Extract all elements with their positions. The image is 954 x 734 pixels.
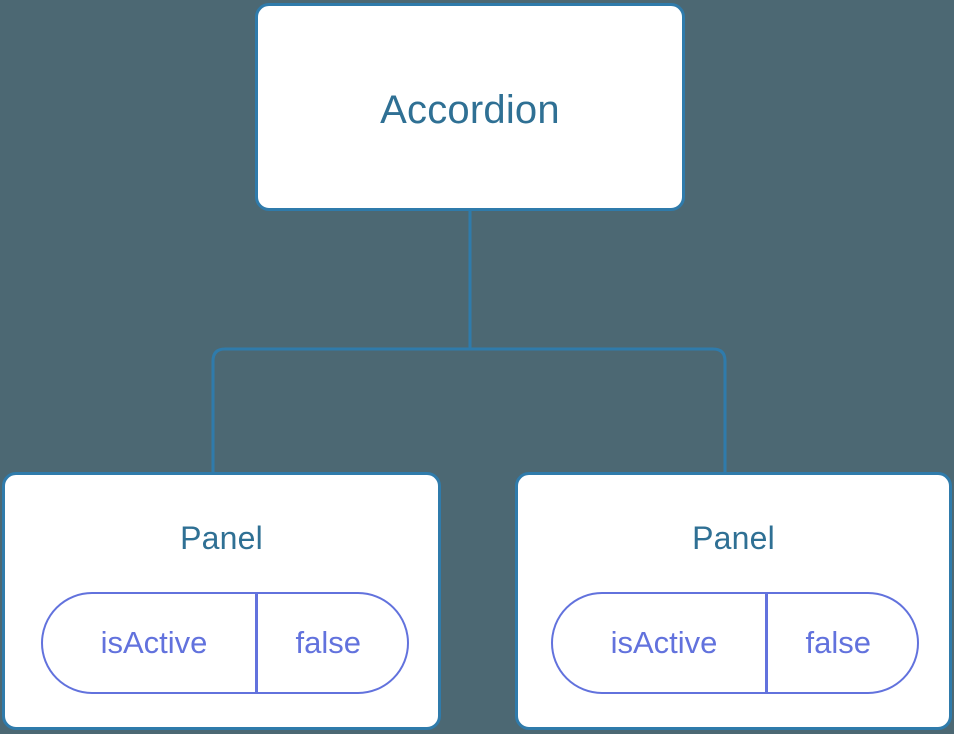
node-panel-1-label: Panel <box>180 520 263 556</box>
edge-bar-to-children <box>211 347 727 472</box>
prop-divider-2 <box>765 594 768 692</box>
prop-key-1: isActive <box>100 625 208 660</box>
node-panel-2-label: Panel <box>692 520 775 556</box>
prop-pill-isactive-2[interactable]: isActive false <box>551 592 919 694</box>
node-panel-2[interactable]: Panel isActive false <box>515 472 952 730</box>
node-accordion-label: Accordion <box>380 88 560 132</box>
prop-value-2: false <box>805 625 871 660</box>
prop-pill-isactive-1[interactable]: isActive false <box>41 592 409 694</box>
prop-divider-1 <box>255 594 258 692</box>
prop-key-2: isActive <box>610 625 718 660</box>
node-panel-1[interactable]: Panel isActive false <box>2 472 441 730</box>
node-accordion[interactable]: Accordion <box>255 3 685 211</box>
prop-value-1: false <box>295 625 361 660</box>
